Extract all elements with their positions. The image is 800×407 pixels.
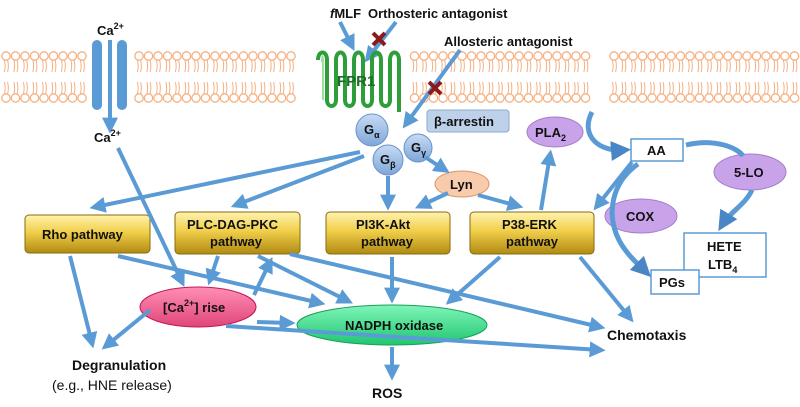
ros-label: ROS xyxy=(372,385,402,401)
aa-label: AA xyxy=(647,143,666,158)
svg-text:pathway: pathway xyxy=(361,234,414,249)
ca-extracellular-label: Ca2+ xyxy=(97,21,124,38)
5lo-label: 5-LO xyxy=(734,165,764,180)
beta-arrestin-box xyxy=(426,109,510,133)
ca-intracellular-label: Ca2+ xyxy=(94,128,121,145)
fmlf-label: fMLF xyxy=(330,6,361,21)
pi3k-akt-pathway-box: PI3K-Akt pathway xyxy=(325,211,451,255)
svg-text:PLC-DAG-PKC: PLC-DAG-PKC xyxy=(187,217,279,232)
aa-box xyxy=(630,138,684,162)
allosteric-block-mark xyxy=(427,80,443,96)
svg-text:Gβ: Gβ xyxy=(380,152,396,170)
svg-text:P38-ERK: P38-ERK xyxy=(502,217,558,232)
degranulation-label: Degranulation xyxy=(72,357,166,373)
rho-pathway-box: Rho pathway xyxy=(24,214,151,254)
beta-arrestin-label: β-arrestin xyxy=(434,114,494,129)
svg-text:Rho pathway: Rho pathway xyxy=(42,227,124,242)
chemotaxis-label: Chemotaxis xyxy=(607,327,687,343)
g-beta-subunit: Gβ xyxy=(372,144,404,176)
g-gamma-subunit: Gγ xyxy=(403,133,433,163)
pgs-box xyxy=(650,269,700,295)
arachidonic-acid-curves xyxy=(585,110,755,277)
fpr1-receptor xyxy=(316,50,401,112)
svg-text:Gα: Gα xyxy=(364,122,380,140)
ca-rise-node xyxy=(139,286,257,328)
p38-erk-pathway-box: P38-ERK pathway xyxy=(469,211,595,255)
lyn-label: Lyn xyxy=(450,177,473,192)
ca-rise-label: [Ca2+] rise xyxy=(163,298,225,315)
cell-membrane xyxy=(1,51,800,103)
pgs-label: PGs xyxy=(659,275,685,290)
fpr1-label: FPR1 xyxy=(337,73,375,90)
g-alpha-subunit: Gα xyxy=(355,113,389,147)
cox-label: COX xyxy=(626,209,655,224)
pla2-node xyxy=(526,116,584,148)
nadph-oxidase-label: NADPH oxidase xyxy=(345,318,443,333)
svg-text:Gγ: Gγ xyxy=(411,140,426,158)
orthosteric-antagonist-label: Orthosteric antagonist xyxy=(368,6,508,21)
pla2-label: PLA2 xyxy=(535,125,566,143)
svg-text:pathway: pathway xyxy=(210,234,263,249)
ltb4-label: LTB4 xyxy=(708,257,737,275)
lyn-node xyxy=(434,170,490,198)
degranulation-example: (e.g., HNE release) xyxy=(52,377,172,393)
plc-dag-pkc-pathway-box: PLC-DAG-PKC pathway xyxy=(174,211,301,255)
cox-node xyxy=(604,198,678,234)
signaling-arrows xyxy=(68,147,634,381)
svg-text:pathway: pathway xyxy=(506,234,559,249)
calcium-channel xyxy=(92,40,127,134)
orthosteric-block-mark xyxy=(371,31,387,47)
fmlf-arrow xyxy=(338,21,355,52)
hete-label: HETE xyxy=(707,239,742,254)
svg-text:PI3K-Akt: PI3K-Akt xyxy=(356,217,411,232)
allosteric-antagonist-label: Allosteric antagonist xyxy=(444,34,573,49)
